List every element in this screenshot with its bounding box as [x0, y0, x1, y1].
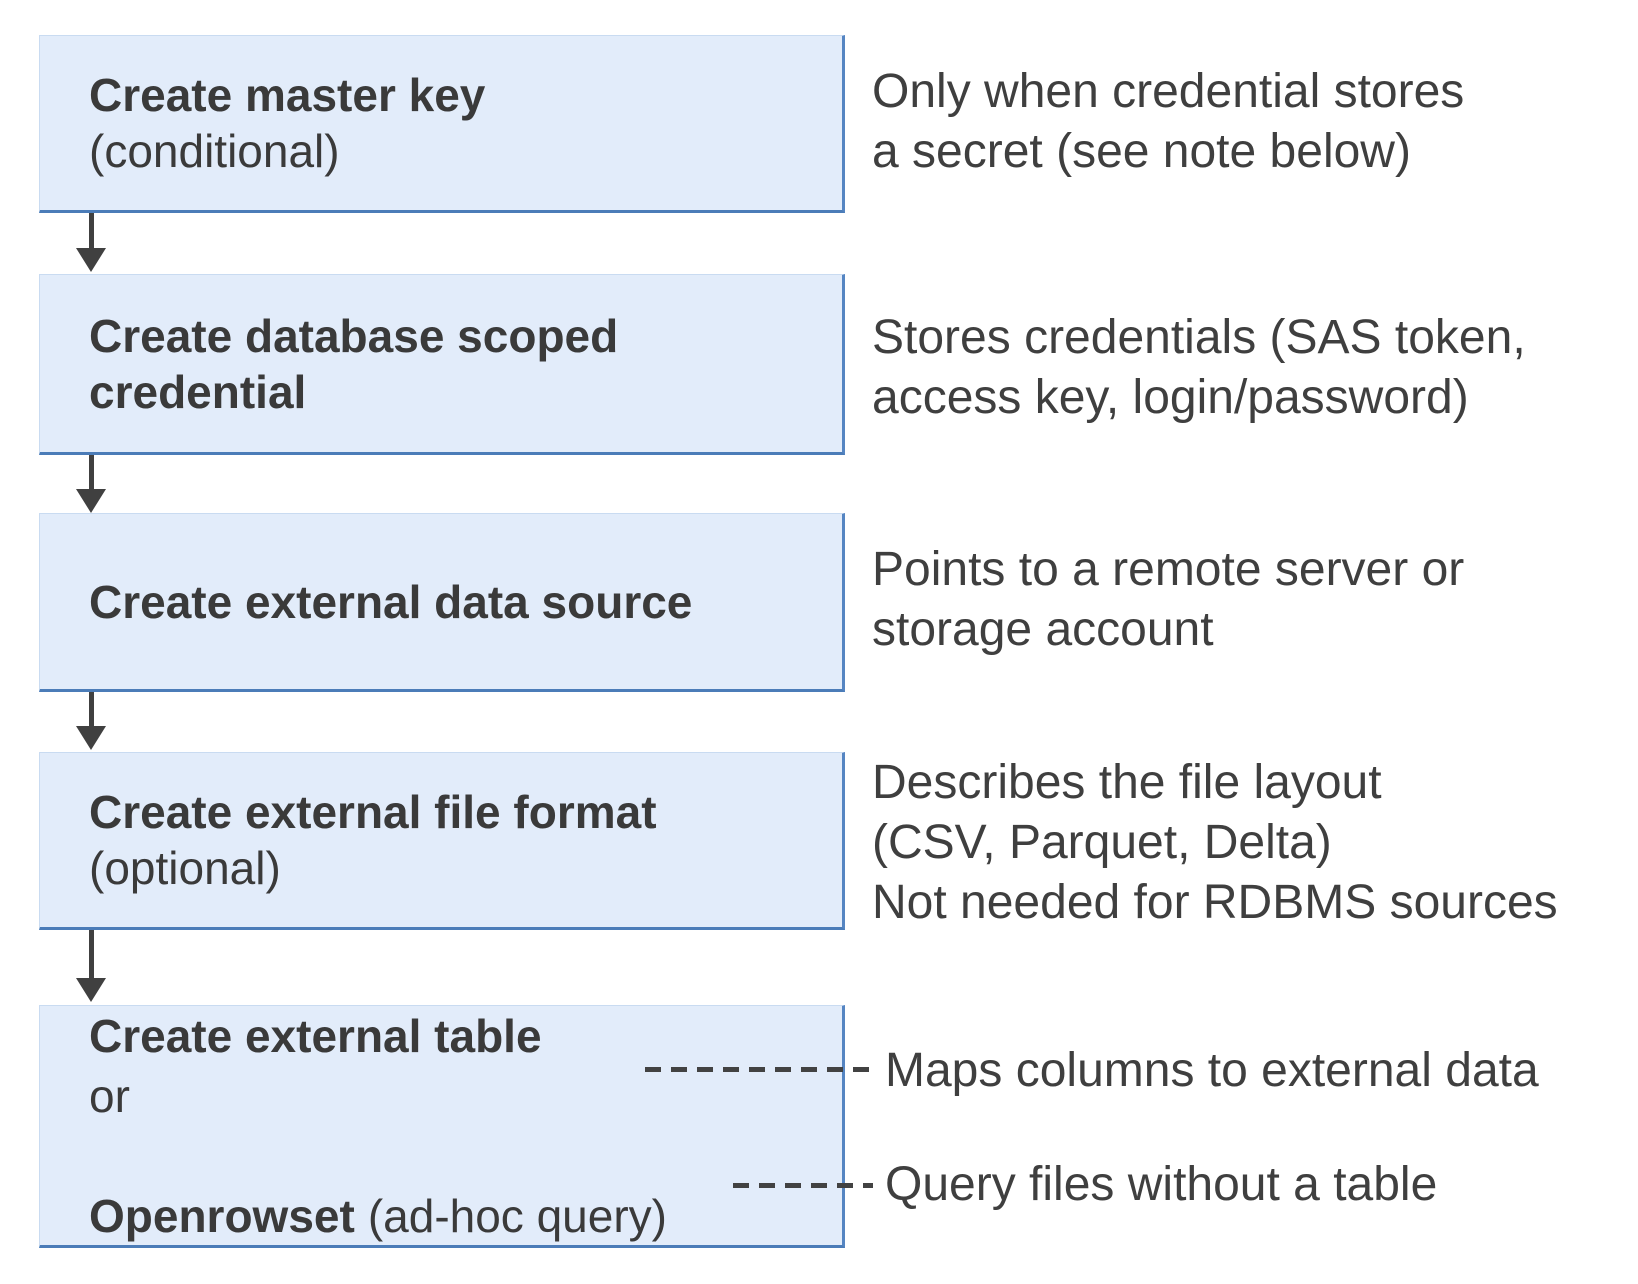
step-box-create-master-key: Create master key (conditional) — [39, 35, 845, 213]
dashed-connector-external-table — [645, 1067, 875, 1072]
step-note-data-source: Points to a remote server or storage acc… — [872, 543, 1465, 656]
step-note-external-table: Maps columns to external data — [885, 1044, 1539, 1097]
step-title: Create master key — [89, 69, 486, 121]
arrow-head — [76, 489, 106, 513]
down-arrow-icon — [76, 455, 106, 513]
step-subtitle: (optional) — [89, 842, 281, 894]
step-title-openrowset-bold: Openrowset — [89, 1189, 355, 1242]
step-subtitle: (conditional) — [89, 125, 340, 177]
arrow-stem — [88, 692, 94, 728]
step-box-external-table-or-openrowset: Create external table or Openrowset(ad-h… — [39, 1005, 845, 1248]
step-note-openrowset: Query files without a table — [885, 1158, 1438, 1211]
dashed-connector-openrowset — [733, 1183, 873, 1188]
step-title: Create external file format — [89, 786, 657, 838]
step-title: Create external data source — [89, 575, 693, 628]
step-box-database-scoped-credential: Create database scoped credential — [39, 274, 845, 455]
arrow-head — [76, 978, 106, 1002]
step-title-external-table: Create external table — [89, 1009, 542, 1062]
step-title-openrowset-regular: (ad-hoc query) — [367, 1189, 667, 1242]
arrow-stem — [88, 213, 94, 250]
step-title-openrowset: Openrowset(ad-hoc query) — [89, 1126, 822, 1246]
step-box-external-data-source: Create external data source — [39, 513, 845, 692]
step-title: Create database scoped credential — [89, 309, 619, 418]
step-note-credential: Stores credentials (SAS token, access ke… — [872, 311, 1526, 424]
arrow-stem — [88, 930, 94, 980]
arrow-stem — [88, 455, 94, 491]
step-box-external-file-format: Create external file format (optional) — [39, 752, 845, 930]
down-arrow-icon — [76, 930, 106, 1002]
arrow-head — [76, 726, 106, 750]
step-note-file-format: Describes the file layout (CSV, Parquet,… — [872, 756, 1558, 929]
down-arrow-icon — [76, 213, 106, 272]
step-title-or: or — [89, 1069, 130, 1122]
down-arrow-icon — [76, 692, 106, 750]
step-note-master-key: Only when credential stores a secret (se… — [872, 65, 1465, 178]
arrow-head — [76, 248, 106, 272]
